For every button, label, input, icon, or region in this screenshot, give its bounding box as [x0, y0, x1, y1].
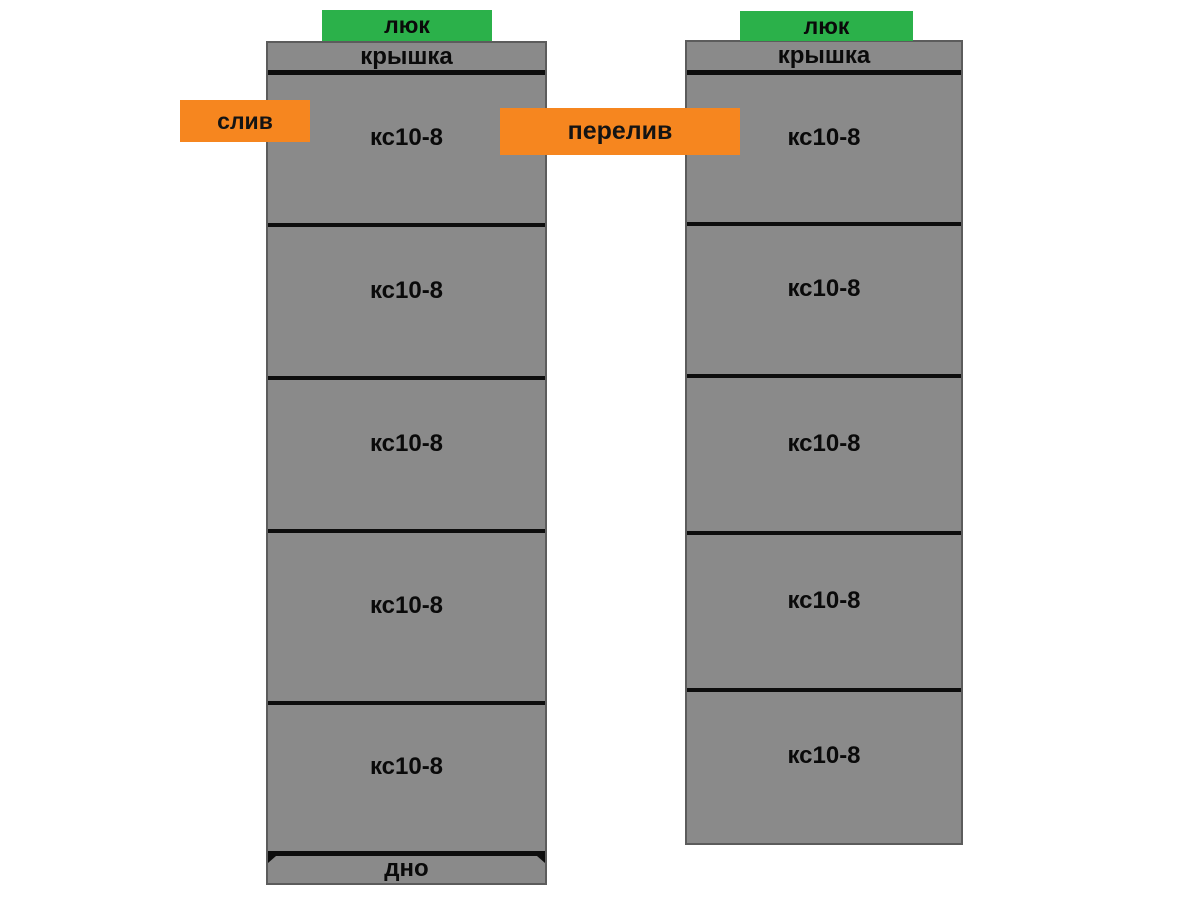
- left-well-joint-line: [268, 223, 545, 227]
- right-well-joint-line: [687, 222, 961, 226]
- right-well-ring-5-text: кс10-8: [787, 741, 861, 769]
- left-well-bottom: дно: [268, 855, 545, 882]
- left-well-joint-line: [268, 529, 545, 533]
- left-well-ring-1-text: кс10-8: [369, 124, 444, 151]
- right-well-joint-line: [687, 531, 961, 535]
- left-well-joint-line: [268, 701, 545, 705]
- left-well-ring-4: кс10-8: [268, 533, 545, 701]
- drain-label: слив: [180, 100, 310, 142]
- left-well: крышка кс10-8 кс10-8 кс10-8 кс10-8 кс10-…: [266, 41, 547, 885]
- right-well-cover: крышка: [687, 42, 961, 70]
- right-well-joint-line: [687, 374, 961, 378]
- left-well-ring-2: кс10-8: [268, 227, 545, 376]
- right-well-ring-5: кс10-8: [687, 692, 961, 841]
- left-well-cover-line: [268, 70, 545, 75]
- left-well-hatch-text: люк: [384, 12, 430, 38]
- right-well-joint-line: [687, 688, 961, 692]
- left-well-ring-2-text: кс10-8: [369, 276, 444, 304]
- overflow-label-text: перелив: [567, 117, 673, 145]
- right-well: крышка кс10-8 кс10-8 кс10-8 кс10-8 кс10-…: [685, 40, 963, 845]
- right-well-ring-4: кс10-8: [687, 535, 961, 688]
- right-well-ring-1-text: кс10-8: [787, 123, 861, 151]
- left-well-ring-3: кс10-8: [268, 380, 545, 529]
- left-well-cover: крышка: [268, 43, 545, 70]
- dimension-arrow-left-icon: [268, 856, 276, 863]
- right-well-ring-4-text: кс10-8: [787, 586, 861, 614]
- left-well-ring-5-text: кс10-8: [369, 753, 444, 780]
- drain-label-text: слив: [217, 107, 273, 134]
- right-well-ring-1: кс10-8: [687, 75, 961, 222]
- left-well-hatch-label: люк: [322, 10, 492, 41]
- right-well-ring-2-text: кс10-8: [787, 275, 861, 302]
- dimension-arrow-right-icon: [537, 856, 545, 863]
- right-well-cover-line: [687, 70, 961, 75]
- right-well-ring-3-text: кс10-8: [787, 429, 861, 457]
- right-well-hatch-label: люк: [740, 11, 913, 41]
- left-well-joint-line: [268, 376, 545, 380]
- left-well-ring-4-text: кс10-8: [369, 592, 444, 619]
- overflow-label: перелив: [500, 108, 740, 155]
- right-well-hatch-text: люк: [803, 12, 850, 39]
- right-well-ring-3: кс10-8: [687, 378, 961, 531]
- left-well-cover-text: крышка: [360, 42, 453, 70]
- left-well-ring-1: кс10-8: [268, 75, 545, 223]
- left-well-ring-5: кс10-8: [268, 705, 545, 851]
- right-well-ring-2: кс10-8: [687, 226, 961, 374]
- left-well-bottom-text: дно: [384, 855, 429, 882]
- left-well-ring-3-text: кс10-8: [369, 429, 444, 457]
- left-well-bottom-line: [268, 851, 545, 863]
- right-well-cover-text: крышка: [777, 42, 871, 69]
